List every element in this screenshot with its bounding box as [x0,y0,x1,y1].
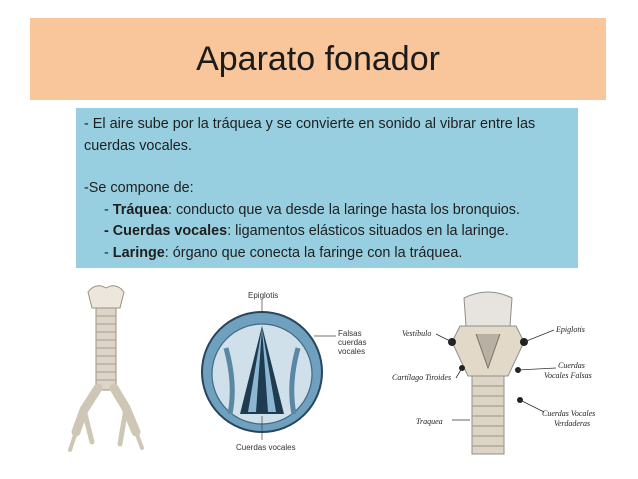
info-box: - El aire sube por la tráquea y se convi… [76,108,578,268]
label-cartilago: Cartílago Tiroides [392,373,451,382]
label-falsas: Falsas [338,329,362,338]
label-vocales: vocales [338,347,365,356]
slide-title: Aparato fonador [196,39,440,78]
compose-heading: -Se compone de: [84,180,194,196]
item-traquea: - Tráquea: conducto que va desde la lari… [84,200,570,222]
item-desc: : conducto que va desde la laringe hasta… [167,201,520,218]
item-desc: : órgano que conecta la faringe con la t… [164,244,463,261]
item-prefix: - [104,244,113,261]
label-falsas-larynx-2: Vocales Falsas [544,371,592,380]
item-term: Laringe [112,244,165,261]
item-prefix: - [104,201,113,218]
vocal-cords-illustration: Epiglotis Falsas cuerdas vocales Cuerdas… [201,291,366,452]
item-term: Tráquea [112,201,168,218]
spacer [84,157,570,178]
label-verdaderas-1: Cuerdas Vocales [542,409,595,418]
intro-text: - El aire sube por la tráquea y se convi… [84,116,536,154]
title-bar: Aparato fonador [30,18,606,100]
trachea-illustration [68,285,144,452]
label-cuerdas: cuerdas [338,338,366,347]
label-traquea: Traquea [416,417,443,426]
label-vestibulo: Vestíbulo [402,329,431,338]
label-verdaderas-2: Verdaderas [554,419,590,428]
label-epiglotis-larynx: Epiglotis [555,325,585,334]
label-cuerdas-vocales: Cuerdas vocales [236,443,296,452]
label-falsas-larynx-1: Cuerdas [558,361,585,370]
item-laringe: - Laringe: órgano que conecta la faringe… [84,243,570,265]
item-desc: : ligamentos elásticos situados en la la… [227,223,509,239]
label-epiglotis: Epiglotis [248,291,278,300]
item-term: - Cuerdas vocales [104,223,228,239]
larynx-illustration: Vestíbulo Epiglotis Cartílago Tiroides C… [392,291,595,455]
item-cuerdas-vocales: - Cuerdas vocales: ligamentos elásticos … [84,221,570,243]
